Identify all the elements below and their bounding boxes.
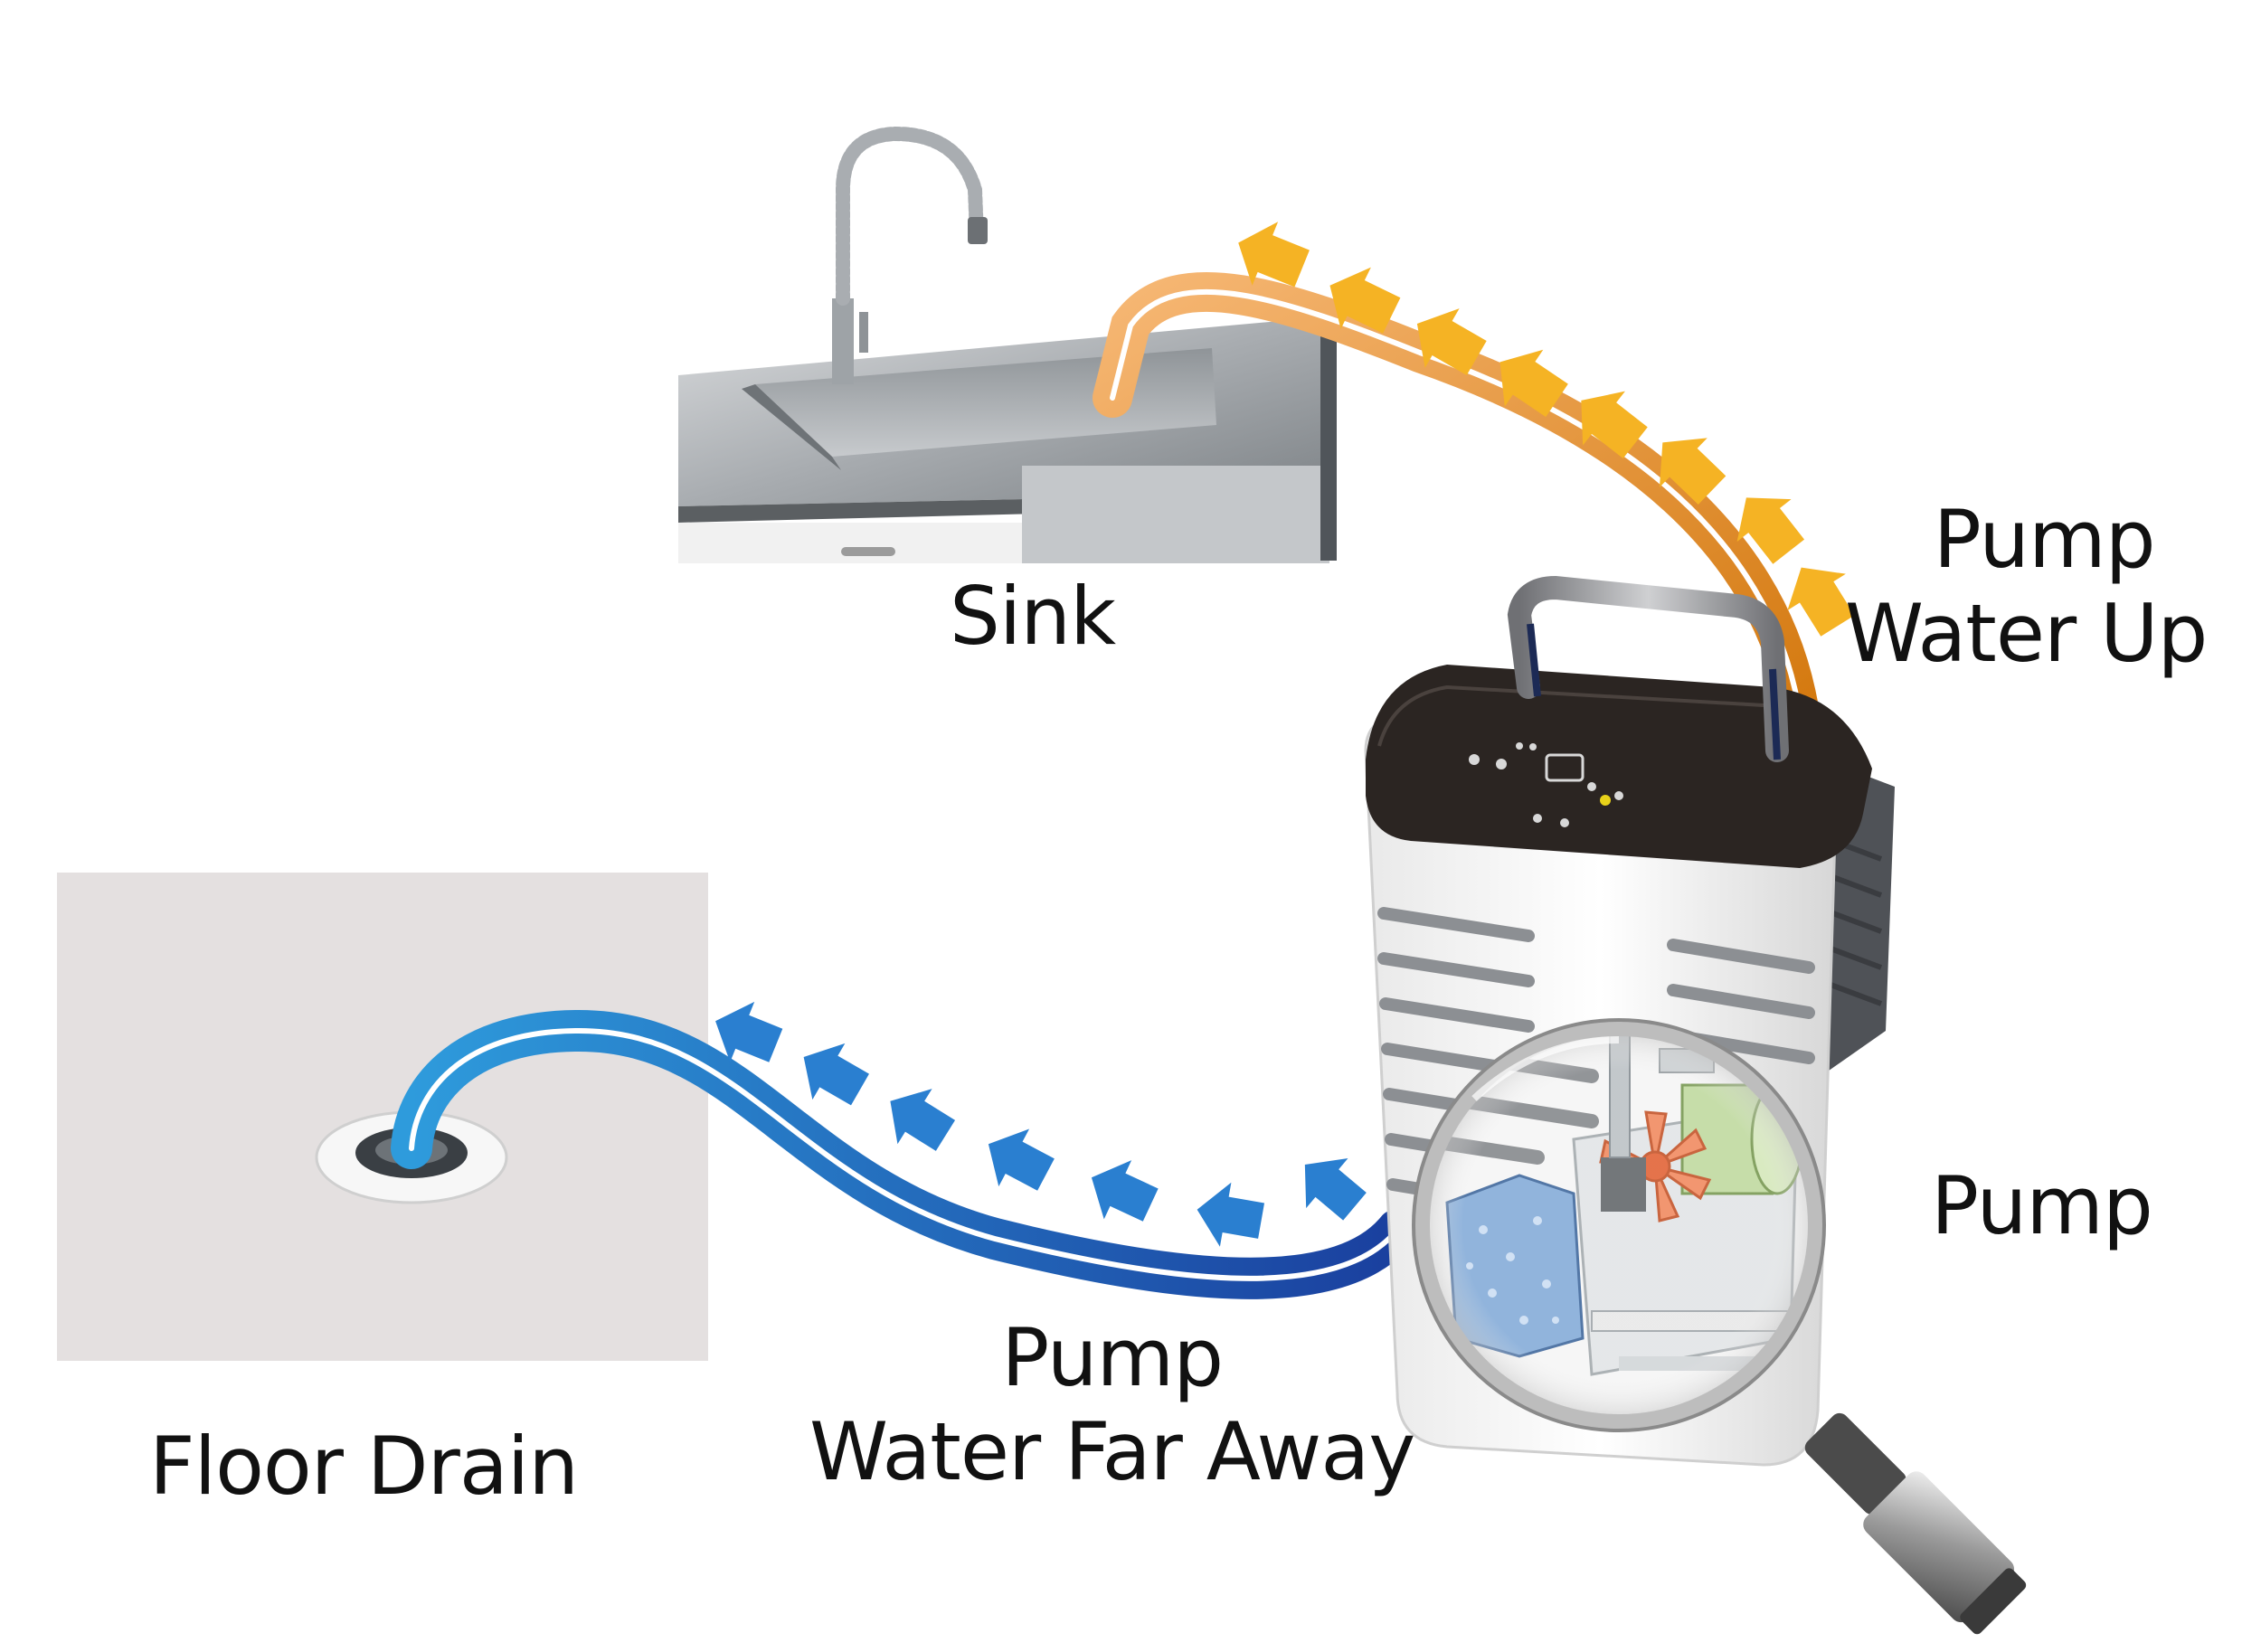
far-arrow [890, 1089, 956, 1151]
up-arrow [1499, 349, 1568, 418]
pump-far-arrows [715, 1001, 1367, 1247]
pump-label: Pump [1931, 1159, 2153, 1252]
up-arrow [1659, 438, 1726, 505]
pump-water-up-line2: Water Up [1845, 586, 2208, 680]
far-arrow [988, 1128, 1055, 1191]
up-arrow [1787, 567, 1855, 637]
up-arrow [1238, 222, 1310, 288]
pump-water-far-line1: Pump [1001, 1311, 1224, 1404]
pump-water-far-label: Pump Water Far Away [809, 1311, 1415, 1499]
magnifying-glass [1412, 1018, 2027, 1635]
far-arrow [1091, 1160, 1159, 1222]
far-arrow [715, 1001, 783, 1062]
pump-water-up-line1: Pump [1933, 493, 2156, 586]
sink-label: Sink [950, 570, 1116, 663]
pump-far-hose [391, 1009, 1418, 1299]
up-arrow [1736, 497, 1805, 564]
up-arrow [1581, 391, 1648, 459]
far-arrow [803, 1043, 869, 1106]
sink-illustration [678, 126, 1337, 563]
pump-water-up-label: Pump Water Up [1845, 493, 2208, 681]
up-arrow [1329, 267, 1401, 334]
pump-water-far-line2: Water Far Away [809, 1404, 1415, 1498]
floor-drain-illustration [57, 873, 708, 1361]
up-arrow [1416, 308, 1487, 376]
far-arrow [1197, 1182, 1265, 1247]
pump-up-arrows [1238, 222, 1855, 637]
floor-drain-label: Floor Drain [149, 1420, 579, 1513]
far-arrow [1304, 1157, 1367, 1221]
